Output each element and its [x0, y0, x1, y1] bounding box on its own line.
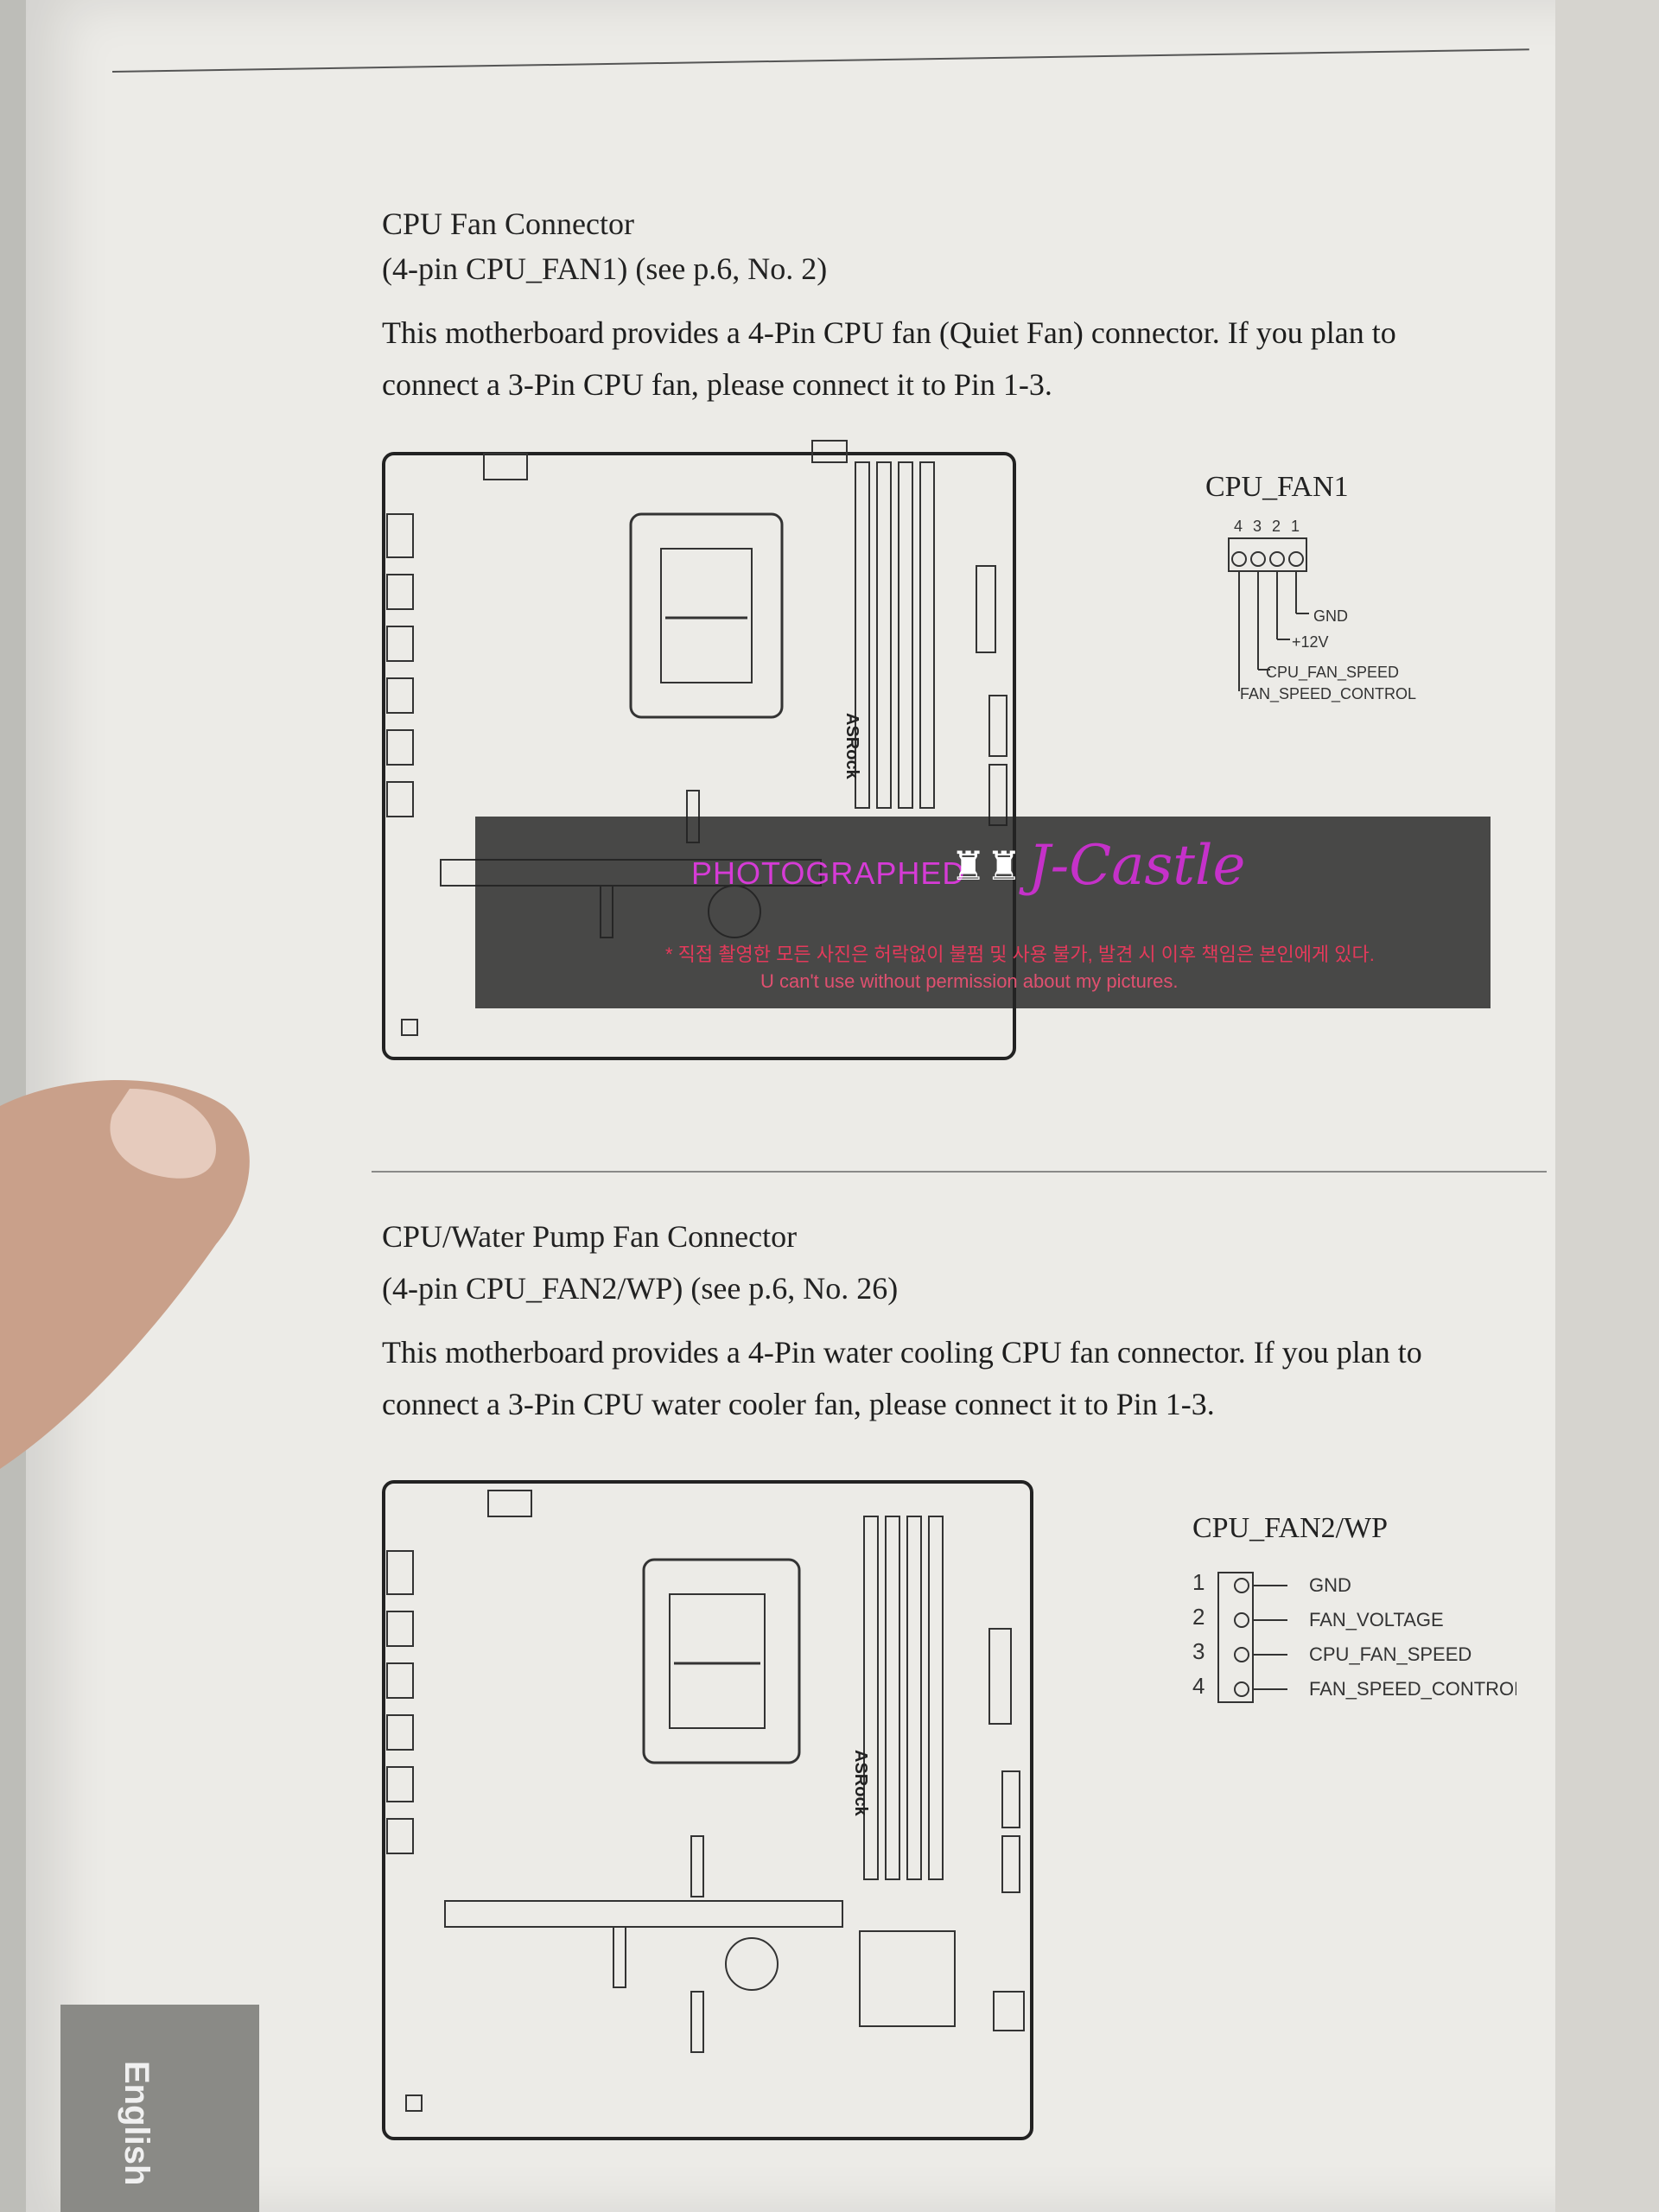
section1-subtitle: (4-pin CPU_FAN1) (see p.6, No. 2) — [382, 251, 828, 286]
pin-label-cpu-fan-speed: CPU_FAN_SPEED — [1266, 664, 1399, 682]
watermark-logo: J-Castle — [1028, 834, 1246, 898]
pin-label-gnd: GND — [1313, 607, 1348, 625]
watermark-title: PHOTOGRAPHED — [691, 855, 966, 891]
section2-subtitle: (4-pin CPU_FAN2/WP) (see p.6, No. 26) — [382, 1271, 899, 1306]
pin-number: 4 — [1192, 1673, 1205, 1699]
cpu-fan1-title: CPU_FAN1 — [1205, 471, 1349, 503]
pin-number: 3 — [1253, 518, 1262, 535]
castle-icon: ♜♜ — [950, 843, 1022, 888]
section-divider — [372, 1171, 1547, 1173]
manual-page — [26, 0, 1581, 2212]
section1-body: This motherboard provides a 4-Pin CPU fa… — [382, 315, 1396, 402]
cpu-fan1-pinout: 4 3 2 1 GND +12V CPU_FAN_SPEED FAN_SPEED… — [1228, 518, 1416, 703]
board-brand-label-2: ASRock — [851, 1750, 870, 1817]
language-side-tab — [60, 2005, 259, 2212]
section2-body: This motherboard provides a 4-Pin water … — [382, 1335, 1422, 1421]
cpu-fan2-title: CPU_FAN2/WP — [1192, 1512, 1389, 1544]
pin-number: 1 — [1192, 1569, 1205, 1595]
cpu-fan2-pinout: 1 2 3 4 GND FAN_VOLTAGE CPU_FAN_SPEED FA… — [1192, 1569, 1516, 1703]
pin-number: 2 — [1192, 1604, 1205, 1630]
watermark-english-notice: U can't use without permission about my … — [760, 970, 1179, 992]
pin-label-gnd: GND — [1309, 1574, 1351, 1596]
board-brand-label-1: ASRock — [842, 713, 861, 780]
pin-label-fan-voltage: FAN_VOLTAGE — [1309, 1609, 1444, 1630]
pin-label-fan-speed-control: FAN_SPEED_CONTROL — [1240, 685, 1416, 703]
pin-label-cpu-fan-speed: CPU_FAN_SPEED — [1309, 1643, 1471, 1665]
pin-label-12v: +12V — [1292, 633, 1329, 651]
motherboard-diagram-2: ASRock — [382, 1480, 1033, 2140]
thumb-photo-element — [0, 1080, 250, 1469]
watermark-korean-notice: * 직접 촬영한 모든 사진은 허락없이 불펌 및 사용 불가, 발견 시 이후… — [665, 944, 1375, 965]
language-side-tab-label: English — [118, 2061, 156, 2186]
next-page-edge — [1555, 0, 1659, 2212]
pin-number: 3 — [1192, 1638, 1205, 1664]
section1-title: CPU Fan Connector — [382, 207, 634, 241]
pin-number: 4 — [1234, 518, 1243, 535]
pin-number: 2 — [1272, 518, 1281, 535]
watermark-overlay: PHOTOGRAPHED ♜♜ J-Castle * 직접 촬영한 모든 사진은… — [475, 817, 1491, 1008]
pin-number: 1 — [1291, 518, 1300, 535]
pin-label-fan-speed-control: FAN_SPEED_CONTROL — [1309, 1678, 1516, 1700]
section2-title: CPU/Water Pump Fan Connector — [382, 1219, 798, 1254]
